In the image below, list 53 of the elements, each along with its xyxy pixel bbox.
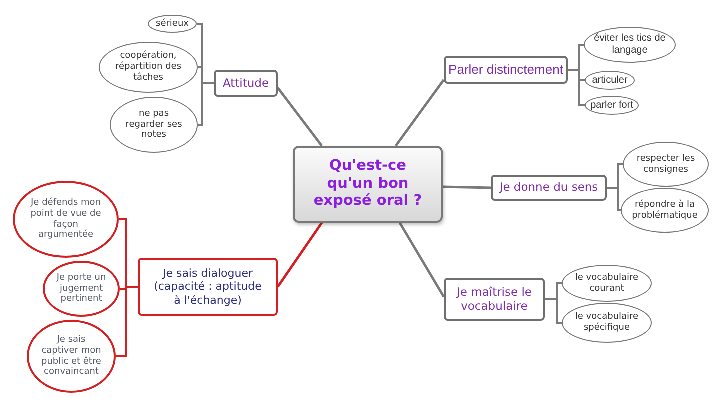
subtopic-label: articuler: [591, 74, 629, 86]
bracket-branch: [116, 356, 126, 358]
bracket-branch: [618, 210, 621, 212]
bracket-branch: [579, 80, 585, 82]
topic-box: [444, 56, 568, 84]
subtopic-ellipse: [585, 96, 639, 115]
bracket-branch: [618, 164, 623, 166]
subtopic-label: le vocabulaire spécifique: [574, 312, 640, 334]
topic-box: [214, 70, 278, 97]
bracket-branch: [579, 104, 585, 106]
subtopic-label: répondre à la problématique: [631, 200, 699, 222]
bracket-branch: [557, 322, 562, 324]
branch-line: [276, 222, 324, 288]
bracket-branch: [119, 218, 126, 220]
bracket-branch: [120, 288, 126, 290]
bracket-trunk: [201, 23, 215, 126]
bracket-trunk: [606, 164, 619, 212]
topic-label: Je donne du sens: [498, 181, 600, 195]
subtopic-ellipse: [621, 188, 709, 233]
bracket-trunk: [567, 44, 580, 106]
central-topic-box: [293, 146, 443, 223]
subtopic-label: Je défends mon point de vue de façon argumentée: [30, 198, 102, 242]
central-topic-text: Qu'est-ce qu'un bon exposé oral ?: [312, 158, 424, 211]
bracket-trunk: [544, 282, 558, 324]
subtopic-label: parler fort: [590, 100, 634, 112]
topic-label: Je sais dialoguer (capacité : aptitude à l'échange): [153, 267, 263, 307]
branch-line: [442, 186, 492, 190]
subtopic-label: respecter les consignes: [636, 154, 696, 176]
bracket-branch: [579, 44, 584, 46]
subtopic-label: le vocabulaire courant: [574, 272, 640, 294]
subtopic-label: Je porte un jugement pertinent: [55, 272, 108, 306]
topic-label: Parler distinctement: [448, 62, 564, 78]
subtopic-label: sérieux: [155, 18, 190, 30]
bracket-branch: [197, 23, 202, 25]
subtopic-ellipse: [585, 71, 635, 90]
subtopic-label: ne pas regarder ses notes: [124, 108, 184, 142]
topic-box: [491, 175, 607, 201]
bracket-trunk: [125, 218, 139, 358]
bracket-branch: [557, 282, 562, 284]
subtopic-label: éviter les tics de langage: [593, 33, 667, 57]
topic-box: [444, 278, 545, 321]
subtopic-ellipse: [148, 15, 197, 33]
branch-line: [394, 79, 446, 147]
topic-box: [138, 258, 278, 316]
subtopic-label: Je sais captiver mon public et être convaincant: [40, 334, 102, 378]
bracket-branch: [198, 66, 202, 68]
topic-label: Attitude: [222, 76, 270, 90]
subtopic-label: coopération, répartition des tâches: [114, 51, 183, 84]
topic-label: Je maîtrise le vocabulaire: [455, 286, 533, 314]
subtopic-ellipse: [99, 42, 198, 93]
branch-line: [398, 222, 446, 298]
branch-line: [277, 87, 323, 147]
bracket-branch: [198, 124, 202, 126]
